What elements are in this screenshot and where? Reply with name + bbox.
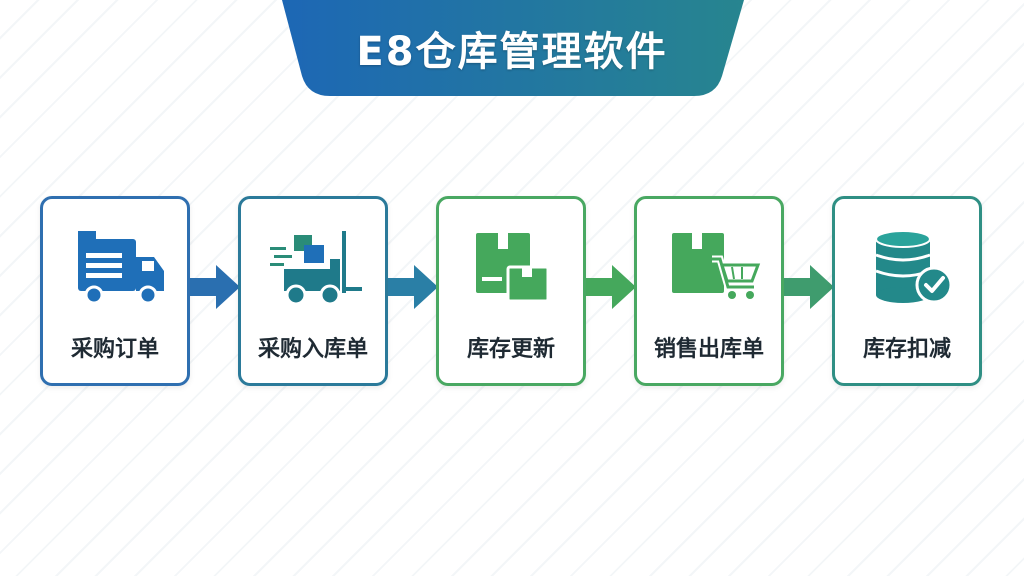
boxes-icon	[476, 233, 550, 303]
step-card-purchase-receipt: 采购入库单	[238, 196, 388, 386]
step-card-sales-outbound: 销售出库单	[634, 196, 784, 386]
flow-arrow-icon	[784, 265, 834, 309]
title-banner	[282, 0, 744, 96]
step-card-purchase-order: 采购订单	[40, 196, 190, 386]
database-check-icon	[875, 230, 953, 304]
step-card-inventory-deduction: 库存扣减	[832, 196, 982, 386]
forklift-icon	[270, 231, 362, 306]
step-label: 库存更新	[466, 337, 555, 362]
flow-arrow-icon	[388, 265, 438, 309]
flow-arrow-icon	[586, 265, 636, 309]
page-title: E8仓库管理软件	[356, 29, 668, 75]
step-label: 销售出库单	[653, 337, 764, 362]
step-label: 采购入库单	[257, 337, 368, 362]
box-cart-icon	[672, 233, 761, 299]
step-label: 采购订单	[70, 337, 159, 362]
step-card-inventory-update: 库存更新	[436, 196, 586, 386]
delivery-truck-icon	[78, 231, 164, 305]
step-label: 库存扣减	[862, 337, 951, 362]
flow-arrow-icon	[190, 265, 240, 309]
